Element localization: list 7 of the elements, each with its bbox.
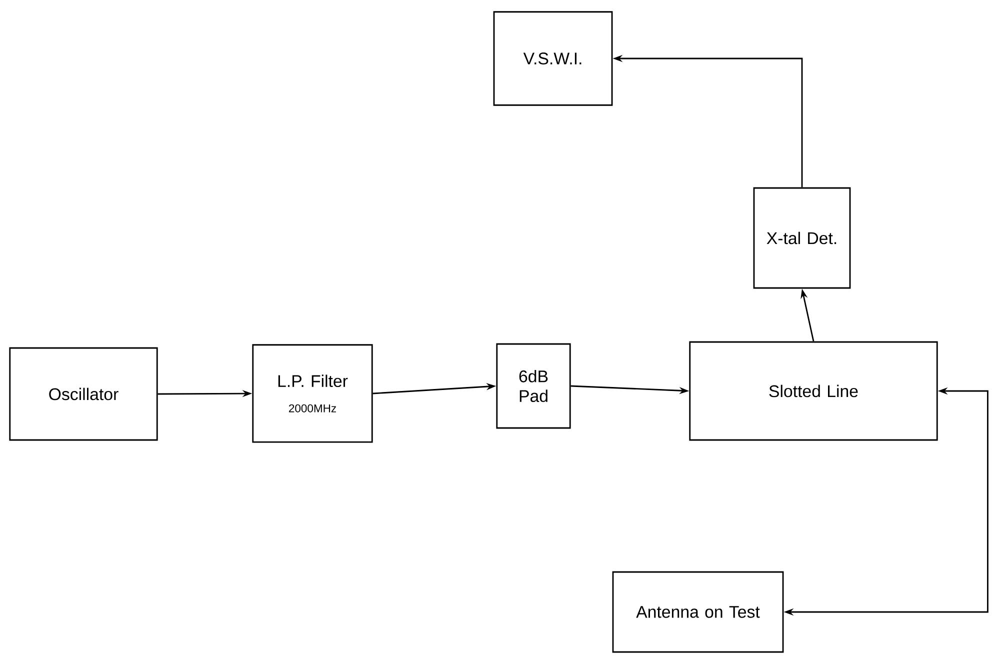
block-box: Oscillator — [9, 347, 158, 441]
block-box: Slotted Line — [689, 341, 938, 441]
block-box: Antenna on Test — [612, 571, 784, 653]
block-box: X-tal Det. — [753, 187, 851, 289]
block-box: 6dB Pad — [496, 343, 571, 429]
block-box: V.S.W.I. — [493, 11, 613, 106]
block-box: L.P. Filter 2000MHz — [252, 344, 373, 443]
